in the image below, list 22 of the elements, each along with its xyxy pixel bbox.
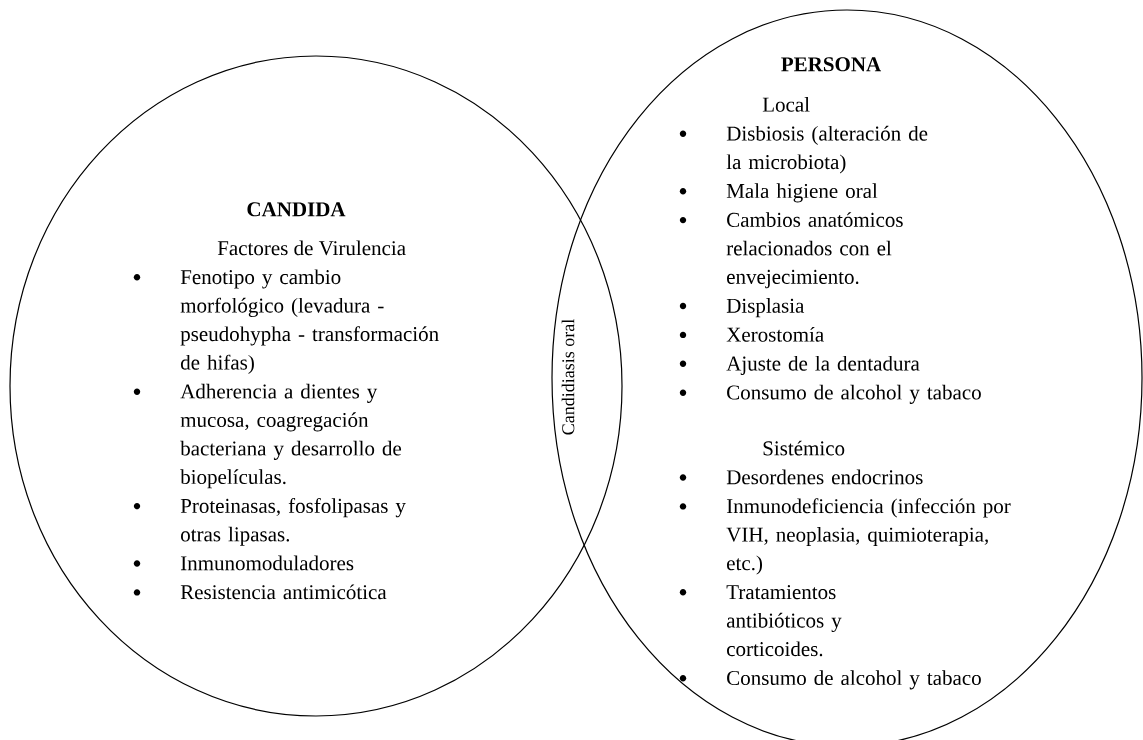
list-item: Desordenes endocrinos bbox=[726, 469, 923, 485]
list-item: Fenotipo y cambio morfológico (levadura - pseudohypha - transformación de hifas) bbox=[180, 269, 439, 374]
subheading: Sistémico bbox=[763, 440, 845, 456]
list-item: Proteinasas, fosfolipasas y otras lipasas. bbox=[180, 497, 406, 546]
list-item: Inmunodeficiencia (infección por VIH, neoplasia, quimioterapia, etc.) bbox=[726, 498, 1011, 575]
list-item: Resistencia antimicótica bbox=[180, 584, 387, 600]
subheading: Local bbox=[762, 97, 810, 112]
list-item: Consumo de alcohol y tabaco bbox=[727, 384, 981, 404]
list-item: Displasia bbox=[726, 298, 805, 318]
rotated-label: Candidiasis oral bbox=[561, 319, 575, 435]
list-item: Xerostomía bbox=[726, 326, 824, 342]
list-item: Inmunomoduladores bbox=[180, 555, 354, 571]
list-item: Adherencia a dientes y mucosa, coagregación bacteriana y desarrollo de biopelículas. bbox=[180, 383, 402, 489]
list-item: Ajuste de la dentadura bbox=[726, 355, 920, 375]
list-item: Consumo de alcohol y tabaco bbox=[727, 670, 981, 690]
list-item: Cambios anatómicos relacionados con el envejecimiento. bbox=[726, 212, 903, 289]
heading: CANDIDA bbox=[247, 202, 346, 217]
list-item: Tratamientos antibióticos y corticoides. bbox=[726, 585, 842, 657]
subheading: Factores de Virulencia bbox=[217, 240, 406, 256]
heading: PERSONA bbox=[781, 57, 881, 72]
list-item: Mala higiene oral bbox=[726, 183, 878, 203]
list-item: Disbiosis (alteración de la microbiota) bbox=[726, 125, 928, 174]
